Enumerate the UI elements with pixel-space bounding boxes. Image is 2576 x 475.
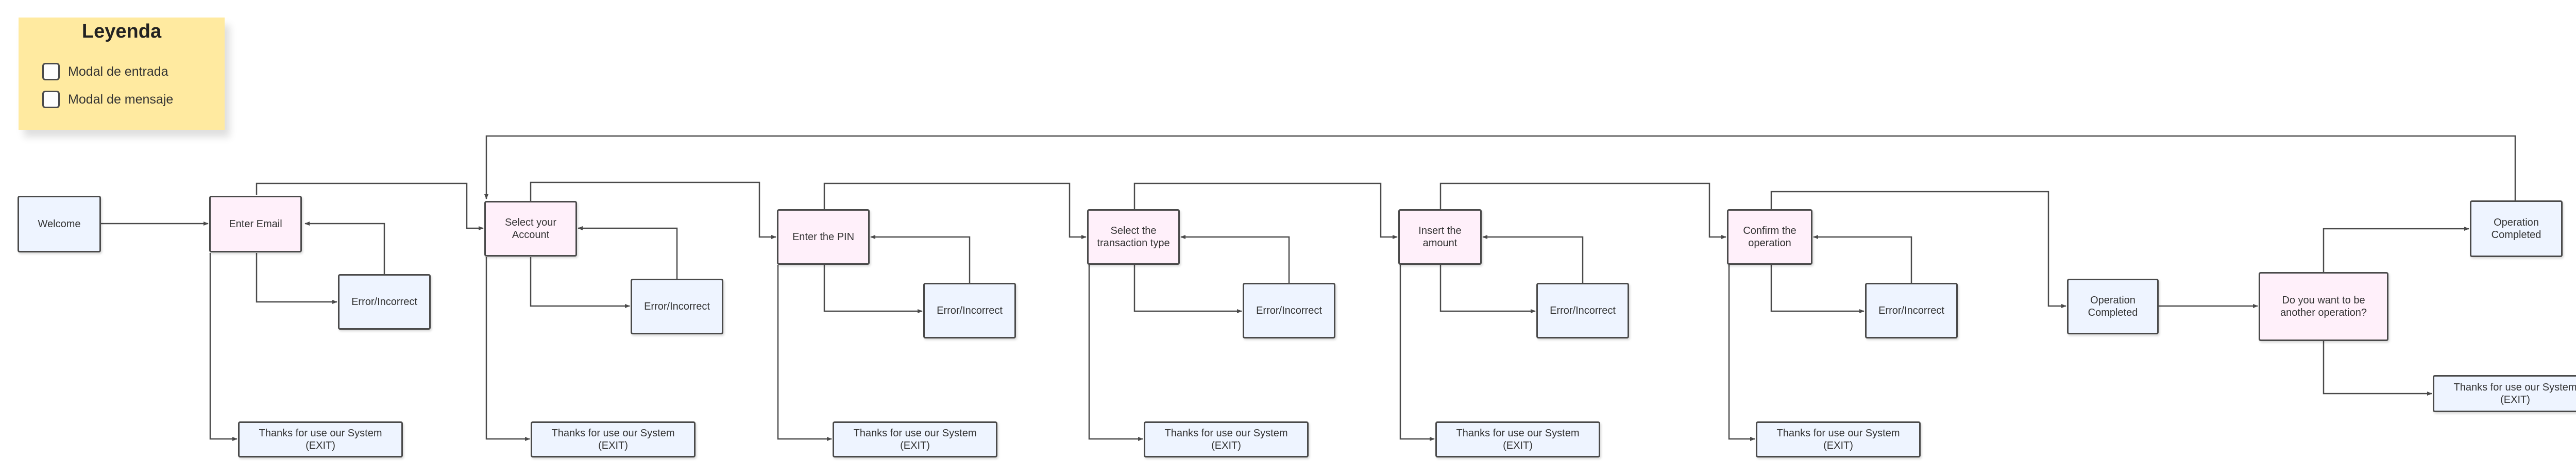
edge-error-to-email (304, 222, 385, 274)
legend-label-message: Modal de mensaje (68, 92, 174, 107)
edge-question-to-exit (2323, 341, 2432, 396)
edge-pin-to-error (823, 265, 923, 313)
node-email-error: Error/Incorrect (338, 274, 431, 330)
edge-pin-to-transaction (823, 182, 1087, 239)
node-confirm-exit: Thanks for use our System (EXIT) (1756, 421, 1921, 457)
edge-email-to-exit (209, 253, 238, 441)
edge-confirm-to-completed (1770, 191, 2066, 308)
edge-transaction-to-amount (1133, 182, 1398, 239)
node-amount-error: Error/Incorrect (1536, 283, 1629, 338)
edge-email-to-error (256, 253, 337, 304)
edge-error-to-pin (870, 235, 971, 283)
edge-transaction-to-exit (1088, 265, 1143, 441)
legend-note: Leyenda Modal de entrada Modal de mensaj… (19, 18, 225, 130)
node-pin-exit: Thanks for use our System (EXIT) (833, 421, 997, 457)
node-email-exit: Thanks for use our System (EXIT) (238, 421, 403, 457)
node-amount-exit: Thanks for use our System (EXIT) (1435, 421, 1600, 457)
legend-title: Leyenda (81, 21, 162, 42)
node-account-exit: Thanks for use our System (EXIT) (531, 421, 696, 457)
node-enter-pin: Enter the PIN (777, 209, 870, 265)
node-pin-error: Error/Incorrect (923, 283, 1016, 338)
node-operation-completed-final: Operation Completed (2470, 200, 2563, 257)
edge-error-to-amount (1482, 235, 1584, 283)
edge-confirm-to-error (1770, 265, 1865, 313)
edge-pin-to-exit (777, 265, 832, 441)
legend-entry-message-modal: Modal de mensaje (42, 91, 173, 108)
edge-final-to-account (484, 135, 2516, 200)
node-insert-amount: Insert the amount (1398, 209, 1482, 265)
edge-question-to-final (2323, 227, 2469, 272)
node-transaction-exit: Thanks for use our System (EXIT) (1144, 421, 1309, 457)
node-confirm-operation: Confirm the operation (1727, 209, 1812, 265)
edge-amount-to-error (1439, 265, 1536, 313)
legend-entry-input-modal: Modal de entrada (42, 63, 168, 80)
node-select-account: Select your Account (484, 201, 577, 257)
node-enter-email: Enter Email (209, 196, 302, 252)
edge-email-to-account (256, 182, 484, 230)
node-operation-completed: Operation Completed (2067, 279, 2159, 334)
node-another-operation: Do you want to be another operation? (2259, 272, 2388, 341)
node-transaction-error: Error/Incorrect (1243, 283, 1335, 338)
edge-confirm-to-exit (1728, 265, 1755, 441)
node-account-error: Error/Incorrect (631, 279, 723, 334)
edge-account-to-exit (485, 257, 530, 441)
node-final-exit: Thanks for use our System (EXIT) (2433, 375, 2576, 412)
edge-account-to-pin (530, 181, 776, 239)
node-select-transaction: Select the transaction type (1087, 209, 1180, 265)
legend-swatch-input (42, 63, 60, 80)
node-welcome: Welcome (18, 196, 101, 252)
node-confirm-error: Error/Incorrect (1865, 283, 1958, 338)
legend-label-input: Modal de entrada (68, 64, 168, 79)
legend-swatch-message (42, 91, 60, 108)
edge-error-to-confirm (1813, 235, 1912, 283)
edge-error-to-account (578, 226, 678, 279)
edge-amount-to-confirm (1439, 182, 1726, 239)
edge-transaction-to-error (1133, 265, 1242, 313)
edge-error-to-transaction (1180, 235, 1290, 283)
edge-amount-to-exit (1399, 265, 1435, 441)
edge-account-to-error (530, 257, 630, 308)
